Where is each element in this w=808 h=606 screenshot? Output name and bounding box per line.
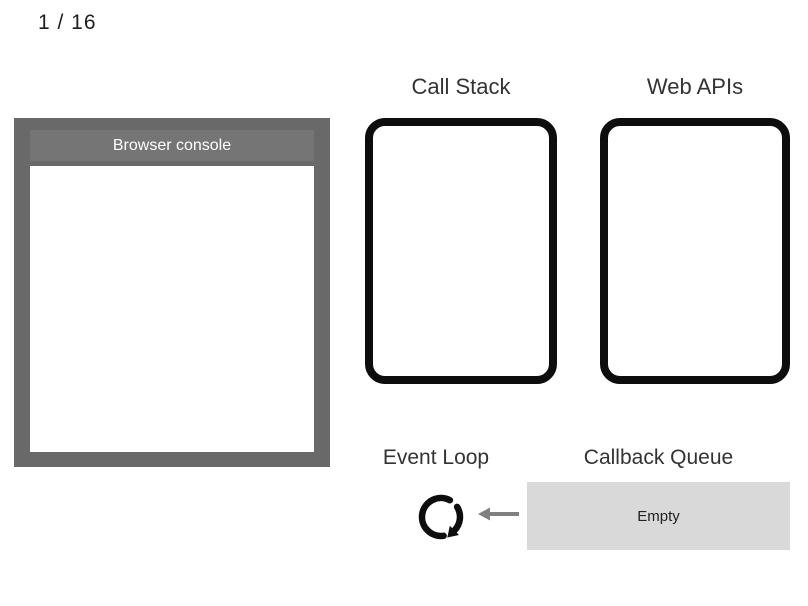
browser-console-panel: Browser console [14, 118, 330, 467]
call-stack-label: Call Stack [411, 74, 511, 99]
callback-queue-label: Callback Queue [583, 446, 734, 469]
callback-queue-status: Empty [637, 507, 680, 525]
console-title: Browser console [30, 130, 314, 161]
cycle-main-arc [418, 494, 454, 540]
call-stack-box [365, 118, 557, 384]
slide-counter: 1 / 16 [38, 11, 97, 34]
web-apis-label: Web APIs [646, 74, 744, 99]
cycle-arrowhead [447, 525, 459, 538]
callback-queue-box: Empty [527, 482, 790, 550]
arrow-head [478, 507, 490, 521]
cycle-arrow-arc [451, 503, 464, 534]
queue-to-loop-arrow-icon [478, 507, 519, 521]
console-output-area [30, 166, 314, 452]
web-apis-box [600, 118, 790, 384]
event-loop-label: Event Loop [382, 446, 490, 469]
event-loop-cycle-icon [418, 494, 464, 540]
